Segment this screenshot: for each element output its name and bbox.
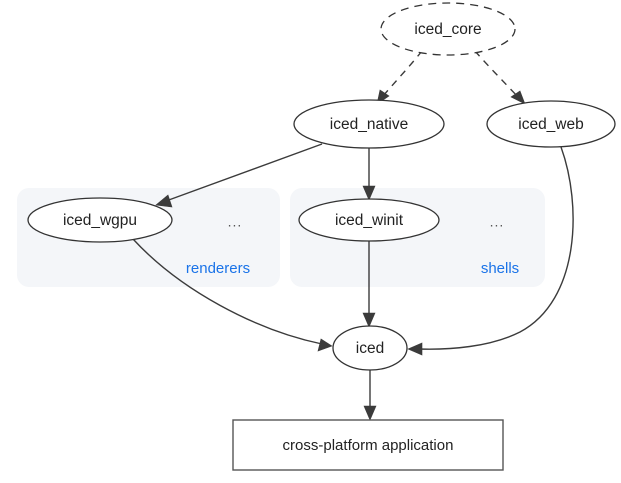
node-iced-core-label: iced_core: [414, 21, 481, 38]
edge-iced-native-to-iced-winit-arrowhead: [362, 185, 376, 201]
edge-iced-to-application: [363, 370, 377, 421]
edge-iced-wgpu-to-iced-arrowhead: [317, 338, 333, 352]
node-iced-native-shape[interactable]: [293, 99, 445, 149]
node-iced-native-label: iced_native: [330, 116, 408, 133]
edge-iced-web-to-iced-arrowhead: [407, 342, 423, 356]
edge-iced-core-to-iced-native: [376, 50, 423, 105]
node-cross-platform-application-shape[interactable]: [232, 419, 504, 471]
node-iced-native[interactable]: iced_native: [293, 99, 445, 149]
node-iced-winit[interactable]: iced_winit: [298, 198, 440, 242]
node-iced[interactable]: iced: [332, 325, 408, 371]
edge-iced-native-to-iced-winit: [362, 148, 376, 201]
edge-iced-wgpu-to-iced-line: [132, 238, 323, 345]
cluster-renderers-ellipsis: ...: [228, 214, 243, 230]
node-iced-label: iced: [356, 340, 384, 357]
node-cross-platform-application[interactable]: cross-platform application: [232, 419, 504, 471]
edge-iced-to-application-arrowhead: [363, 405, 377, 421]
node-iced-web-shape[interactable]: [486, 100, 616, 148]
cluster-shells-ellipsis: ...: [490, 214, 505, 230]
edge-iced-web-to-iced: [407, 146, 574, 356]
edge-iced-native-to-iced-wgpu-line: [165, 143, 323, 202]
edge-iced-core-to-iced-web: [474, 50, 526, 105]
node-iced-winit-label: iced_winit: [335, 212, 404, 229]
edge-iced-core-to-iced-native-line: [382, 50, 423, 97]
cluster-renderers-label: renderers: [186, 260, 250, 277]
edge-iced-wgpu-to-iced: [132, 238, 333, 352]
node-cross-platform-application-label: cross-platform application: [283, 437, 454, 454]
node-iced-wgpu-shape[interactable]: [27, 197, 173, 243]
edge-iced-core-to-iced-web-line: [474, 50, 519, 98]
cluster-shells-label: shells: [481, 260, 519, 277]
node-iced-winit-shape[interactable]: [298, 198, 440, 242]
node-iced-web[interactable]: iced_web: [486, 100, 616, 148]
node-iced-shape[interactable]: [332, 325, 408, 371]
edge-iced-core-to-iced-web-arrowhead: [510, 90, 526, 105]
edge-iced-winit-to-iced: [362, 241, 376, 328]
edge-iced-web-to-iced-line: [417, 146, 574, 350]
node-iced-wgpu[interactable]: iced_wgpu: [27, 197, 173, 243]
node-iced-wgpu-label: iced_wgpu: [63, 212, 137, 229]
edge-iced-native-to-iced-wgpu: [155, 143, 323, 208]
node-iced-web-label: iced_web: [518, 116, 584, 133]
node-iced-core[interactable]: iced_core: [380, 2, 516, 56]
edge-iced-winit-to-iced-arrowhead: [362, 312, 376, 328]
node-iced-core-shape[interactable]: [380, 2, 516, 56]
edge-iced-native-to-iced-wgpu-arrowhead: [155, 194, 173, 208]
